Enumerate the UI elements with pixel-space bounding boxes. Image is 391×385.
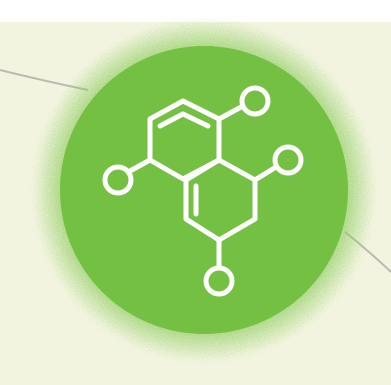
atom-bottom (203, 265, 235, 297)
upper-ring-inner-bond (157, 111, 186, 129)
upper-ring-inner-bond-2 (180, 111, 211, 129)
atom-top-right (239, 85, 271, 117)
circle-background (60, 46, 348, 334)
bond-right (252, 164, 279, 183)
top-band (0, 0, 391, 22)
atom-right (272, 144, 304, 176)
bond-left (127, 157, 153, 174)
bond-top-right (216, 103, 246, 122)
atom-left (102, 164, 134, 196)
molecule-icon (102, 85, 304, 297)
